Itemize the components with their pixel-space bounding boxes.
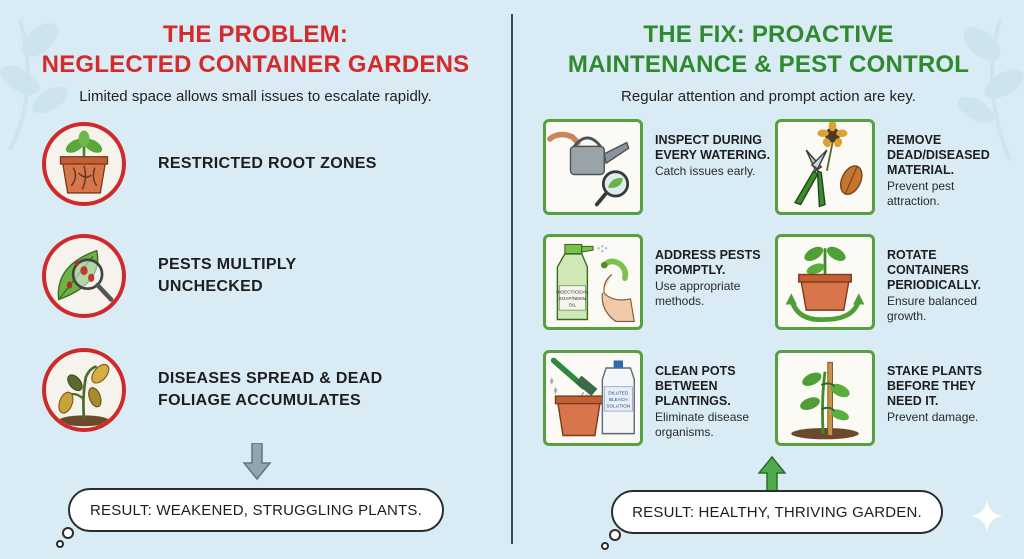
jug-label-line3: SOLUTION <box>606 403 630 408</box>
jug-label-line2: BLEACH <box>609 397 628 402</box>
fix-heading: STAKE PLANTS BEFORE THEY NEED IT. <box>887 364 982 408</box>
fix-title-line2: MAINTENANCE & PEST CONTROL <box>567 51 970 78</box>
problem-label-line2: UNCHECKED <box>158 278 263 295</box>
fix-text: ROTATE CONTAINERS PERIODICALLY. Ensure b… <box>887 248 1009 324</box>
fix-description: Prevent damage. <box>887 410 979 424</box>
problem-label: PESTS MULTIPLY UNCHECKED <box>158 234 458 318</box>
bottle-label-line3: OIL <box>569 302 577 307</box>
rootbound-pot-icon <box>42 122 126 206</box>
fix-text: INSPECT DURING EVERY WATERING. Catch iss… <box>655 133 777 179</box>
jug-label-line1: DILUTED <box>608 390 629 395</box>
bottle-label-line2: SOAP/NEEM <box>558 296 586 301</box>
watering-can-icon <box>543 119 643 215</box>
fix-item-inspect: INSPECT DURING EVERY WATERING. Catch iss… <box>543 119 775 219</box>
problem-item-diseases: DISEASES SPREAD & DEAD FOLIAGE ACCUMULAT… <box>42 348 462 438</box>
fix-item-remove: REMOVE DEAD/DISEASED MATERIAL. Prevent p… <box>775 119 1007 219</box>
down-arrow-icon <box>242 443 272 481</box>
speech-tail-dot-small <box>601 542 609 550</box>
spray-bottle-icon: INSECTICIDAL SOAP/NEEM OIL <box>543 234 643 330</box>
fix-text: CLEAN POTS BETWEEN PLANTINGS. Eliminate … <box>655 364 777 440</box>
fix-heading: ROTATE CONTAINERS PERIODICALLY. <box>887 248 982 292</box>
fix-text: ADDRESS PESTS PROMPTLY. Use appropriate … <box>655 248 777 309</box>
center-divider <box>511 14 513 544</box>
problem-item-pests: PESTS MULTIPLY UNCHECKED <box>42 234 462 324</box>
problem-result-bubble: RESULT: WEAKENED, STRUGGLING PLANTS. <box>68 488 444 532</box>
problem-item-root-zones: RESTRICTED ROOT ZONES <box>42 122 462 212</box>
background-leaf-decoration-left <box>0 19 69 151</box>
rotate-pot-icon <box>775 234 875 330</box>
fix-item-rotate: ROTATE CONTAINERS PERIODICALLY. Ensure b… <box>775 234 1007 334</box>
speech-tail-dot <box>62 527 74 539</box>
speech-tail-dot <box>609 529 621 541</box>
problem-title-line1: THE PROBLEM: <box>162 21 349 48</box>
problem-subtitle: Limited space allows small issues to esc… <box>79 88 432 105</box>
fix-item-stake: STAKE PLANTS BEFORE THEY NEED IT. Preven… <box>775 350 1007 450</box>
problem-label-line1: DISEASES SPREAD & DEAD <box>158 370 383 387</box>
problem-label-line2: FOLIAGE ACCUMULATES <box>158 392 362 409</box>
fix-description: Ensure balanced growth. <box>887 294 978 323</box>
problem-title-line2: NEGLECTED CONTAINER GARDENS <box>41 51 470 78</box>
pest-leaf-magnifier-icon <box>42 234 126 318</box>
speech-tail-dot-small <box>56 540 64 548</box>
fix-heading: REMOVE DEAD/DISEASED MATERIAL. <box>887 133 990 177</box>
fix-description: Eliminate disease organisms. <box>655 410 750 439</box>
fix-item-pests: INSECTICIDAL SOAP/NEEM OIL ADDRESS PESTS… <box>543 234 775 334</box>
fix-result-bubble: RESULT: HEALTHY, THRIVING GARDEN. <box>611 490 943 534</box>
fix-text: REMOVE DEAD/DISEASED MATERIAL. Prevent p… <box>887 133 1009 209</box>
pot-brush-bleach-icon: DILUTED BLEACH SOLUTION <box>543 350 643 446</box>
fix-heading: CLEAN POTS BETWEEN PLANTINGS. <box>655 364 736 408</box>
fix-heading: INSPECT DURING EVERY WATERING. <box>655 133 771 162</box>
problem-label: DISEASES SPREAD & DEAD FOLIAGE ACCUMULAT… <box>158 348 458 432</box>
wilted-plant-icon <box>42 348 126 432</box>
fix-description: Catch issues early. <box>655 164 756 178</box>
fix-title-line1: THE FIX: PROACTIVE <box>643 21 894 48</box>
fix-subtitle: Regular attention and prompt action are … <box>621 88 916 105</box>
staked-plant-icon <box>775 350 875 446</box>
fix-description: Prevent pest attraction. <box>887 179 955 208</box>
up-arrow-icon <box>758 455 786 494</box>
fix-column: THE FIX: PROACTIVE MAINTENANCE & PEST CO… <box>513 0 1024 559</box>
problem-column: THE PROBLEM: NEGLECTED CONTAINER GARDENS… <box>0 0 511 559</box>
bottle-label-line1: INSECTICIDAL <box>556 289 589 294</box>
fix-item-clean: DILUTED BLEACH SOLUTION CLEAN POTS BETWE… <box>543 350 775 450</box>
background-leaf-decoration-right <box>957 19 1024 161</box>
fix-heading: ADDRESS PESTS PROMPTLY. <box>655 248 761 277</box>
problem-label: RESTRICTED ROOT ZONES <box>158 155 377 172</box>
fix-text: STAKE PLANTS BEFORE THEY NEED IT. Preven… <box>887 364 1009 425</box>
sparkle-icon <box>971 500 1003 532</box>
problem-label-line1: PESTS MULTIPLY <box>158 256 297 273</box>
pruning-shears-icon <box>775 119 875 215</box>
fix-description: Use appropriate methods. <box>655 279 741 308</box>
